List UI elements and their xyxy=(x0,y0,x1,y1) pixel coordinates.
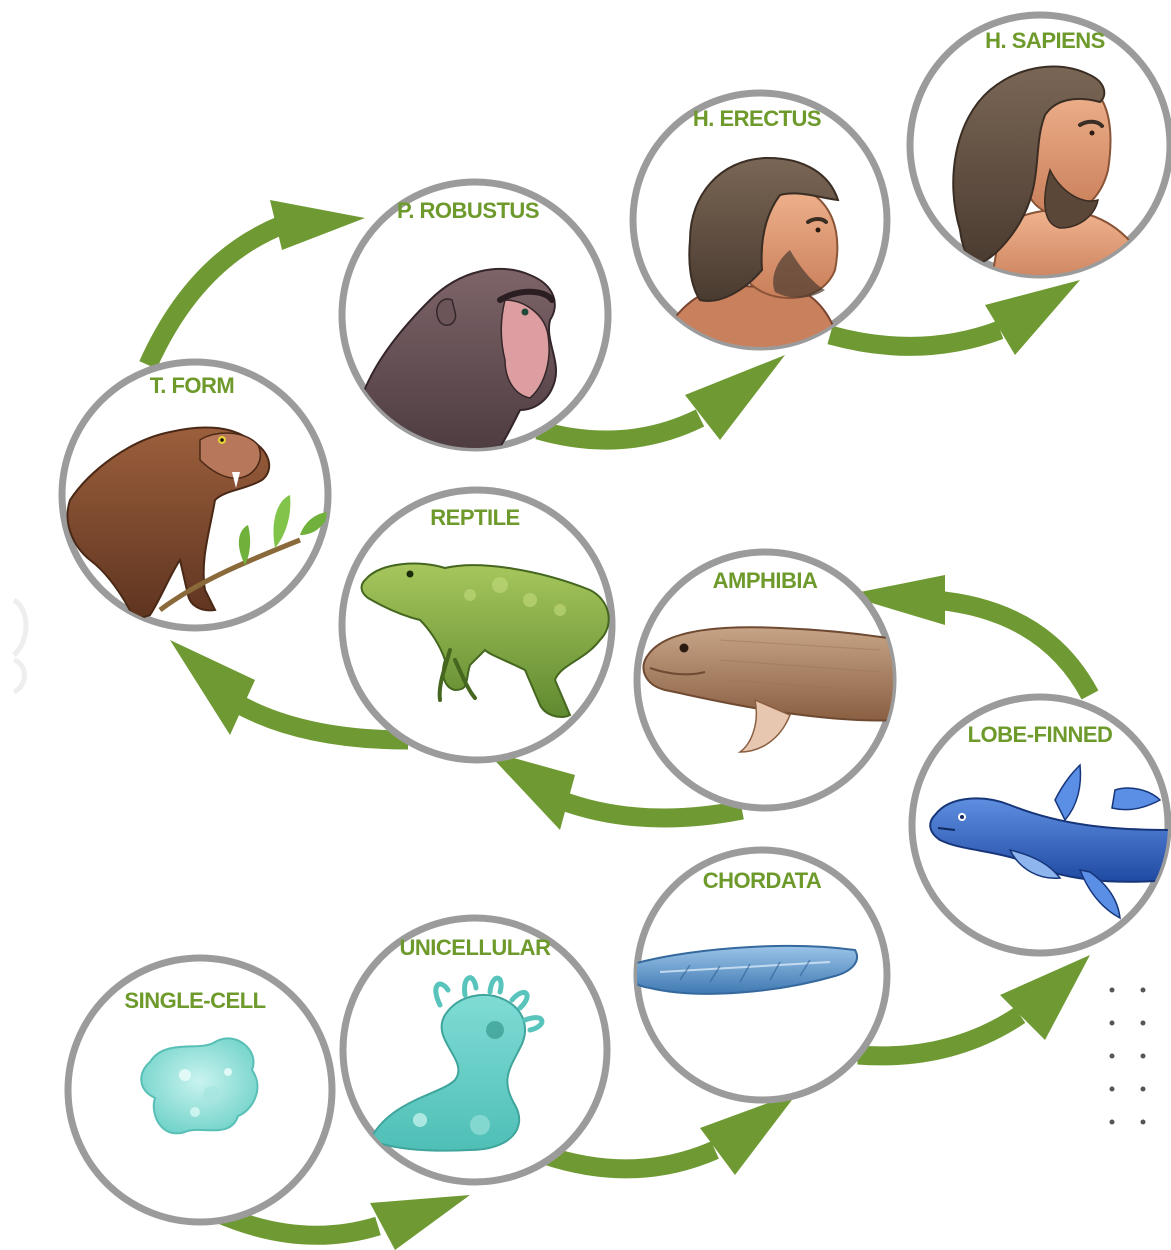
watermark-mark xyxy=(14,660,25,692)
stage-label: T. FORM xyxy=(150,373,235,398)
stage-label: AMPHIBIA xyxy=(713,568,818,593)
stage-p-robustus: P. ROBUSTUS xyxy=(342,182,608,460)
stage-label: H. SAPIENS xyxy=(985,28,1105,53)
arrow-chordata-to-lobefinned xyxy=(858,955,1090,1056)
stage-label: P. ROBUSTUS xyxy=(397,198,539,223)
stage-label: LOBE-FINNED xyxy=(968,722,1113,747)
stage-label: CHORDATA xyxy=(703,868,822,893)
stage-label: UNICELLULAR xyxy=(400,935,552,960)
stage-chordata: CHORDATA xyxy=(627,850,887,1100)
stage-unicellular: UNICELLULAR xyxy=(343,918,607,1182)
stage-label: H. ERECTUS xyxy=(693,106,821,131)
stage-h-sapiens: H. SAPIENS xyxy=(910,15,1170,290)
stage-reptile: REPTILE xyxy=(342,490,612,760)
stage-amphibia: AMPHIBIA xyxy=(637,552,900,808)
stage-label: REPTILE xyxy=(430,505,519,530)
stage-t-form: T. FORM xyxy=(62,362,330,628)
stage-single-cell: SINGLE-CELL xyxy=(68,958,332,1222)
arrow-tform-to-probustus xyxy=(148,200,365,365)
stage-lobe-finned: LOBE-FINNED xyxy=(912,697,1170,953)
stage-label: SINGLE-CELL xyxy=(124,988,265,1013)
decorative-dot-grid xyxy=(1110,988,1146,1125)
stage-h-erectus: H. ERECTUS xyxy=(633,93,887,350)
watermark-mark xyxy=(14,600,26,655)
